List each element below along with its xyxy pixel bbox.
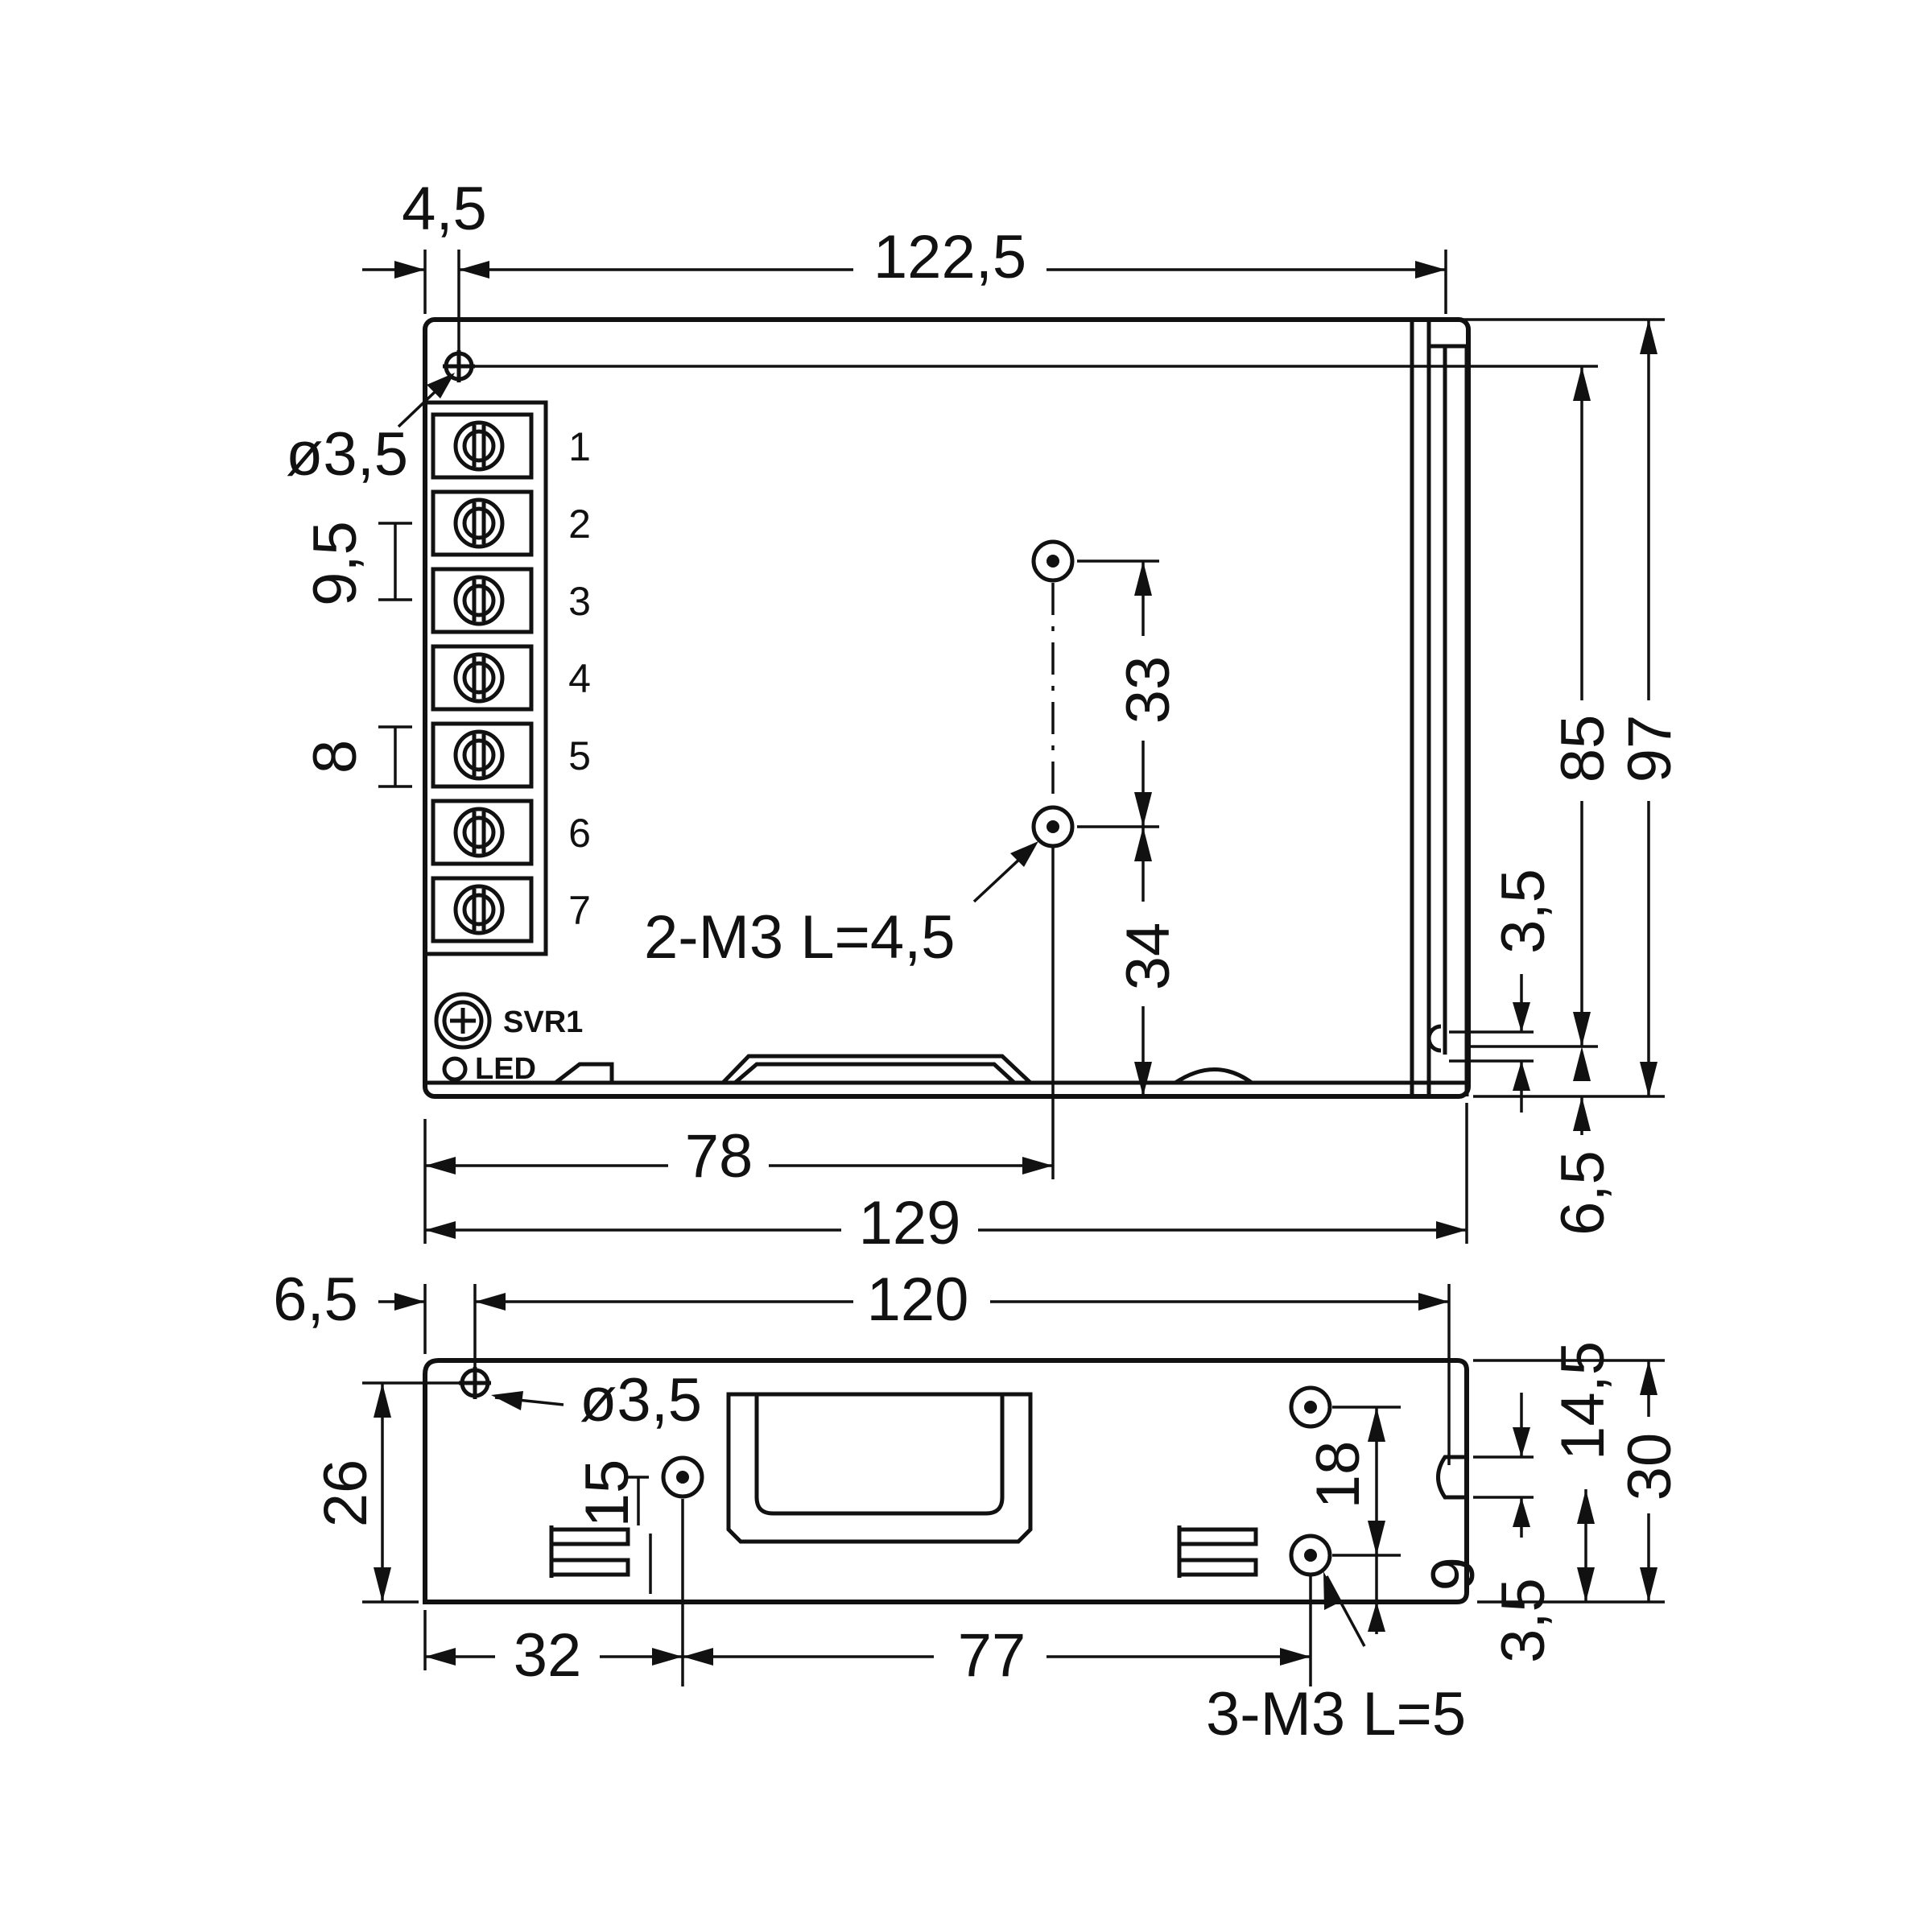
terminal-screw-head [462,584,496,617]
terminal-cell [431,412,534,480]
side-slot [1436,1455,1467,1500]
dim-3-5-slot: 3,5 [1489,869,1558,954]
dim-120: 120 [867,1265,969,1334]
top-view: SVR1 LED 4,5 122,5 [286,175,1684,1257]
terminal-screw-slot [472,502,486,544]
leader-m3-side [1325,1575,1366,1647]
terminal-number: 1 [568,424,591,469]
dim-77-text: 77 [958,1621,1026,1690]
terminal-screw-icon [453,807,505,858]
terminal-screw-icon [453,497,505,549]
terminal-screw-icon [453,884,505,935]
terminal-cell [431,489,534,557]
dim-side-right [1473,1359,1665,1604]
side-cutout [726,1392,1033,1544]
dim-18-6 [1368,1407,1385,1634]
terminal-number: 2 [568,502,591,547]
bottom-rail [425,1054,1468,1085]
dim-right-heights [1457,318,1665,1135]
dim-3-5-side: 3,5 [1489,1578,1558,1663]
dim-6-5-bottom: 6,5 [1549,1150,1617,1236]
side-m3-holes [661,1385,1401,1686]
dim-85: 85 [1549,715,1617,783]
dim-32-text: 32 [514,1621,582,1690]
led-indicator [442,1056,468,1082]
dim-97: 97 [1616,715,1684,783]
dim-26-text: 26 [312,1459,380,1528]
dim-2-m3: 2-M3 L=4,5 [644,903,956,972]
dim-4-5: 4,5 [402,175,487,243]
terminal-screw-slot [472,889,486,931]
terminal-screw-slot [472,734,486,776]
terminal-number: 5 [568,733,591,778]
terminal-screw-slot [472,580,486,621]
dim-6-text: 6 [1418,1557,1486,1591]
terminal-block [423,400,548,956]
terminal-screw-slot [472,425,486,467]
side-view: ø3,5 6,5 120 [273,1265,1684,1748]
terminal-screw-slot [472,657,486,699]
dim-33: 33 [1114,656,1183,724]
terminal-screw-slot [472,811,486,853]
dim-9-5: 9,5 [301,521,369,606]
dim-18-text: 18 [1304,1441,1373,1509]
led-label: LED [475,1052,536,1086]
terminal-number: 3 [568,579,591,624]
terminal-screw-icon [453,652,505,704]
side-vents-left [549,1525,630,1578]
dim-15 [628,1476,652,1594]
terminal-screw-head [462,506,496,540]
dim-8: 8 [301,740,369,774]
dim-top-width [362,250,1447,354]
terminal-screw-head [462,815,496,849]
svr1-trimmer [434,992,492,1050]
dim-terminal-pitch [378,522,412,601]
terminal-cell [431,644,534,712]
dim-6-5-side: 6,5 [273,1265,358,1334]
terminal-screw-head [462,738,496,772]
m3-holes [1031,539,1159,1179]
dim-129 [425,1103,1468,1244]
terminal-cell [431,799,534,866]
dim-78-text: 78 [685,1122,753,1191]
terminal-screw-icon [453,729,505,781]
terminal-screw-head [462,429,496,463]
dim-32-77 [423,1610,1311,1670]
mounting-hole-top [443,350,1598,382]
side-hole-top [459,1367,491,1399]
dim-mount-vertical [1134,561,1152,1096]
dim-3-m3: 3-M3 L=5 [1206,1680,1466,1748]
terminal-cell [431,876,534,943]
terminal-screw-icon [453,420,505,472]
dim-78 [423,1119,1053,1244]
dim-hole-dia-side: ø3,5 [580,1366,702,1435]
dim-15-text: 15 [573,1459,642,1528]
dim-hole-dia-top: ø3,5 [286,420,408,489]
dim-129-text: 129 [859,1189,961,1257]
terminal-screws [431,412,534,943]
dim-side-width [378,1284,1451,1465]
terminal-cell [431,721,534,789]
dim-terminal-width [378,725,412,788]
dim-26 [362,1381,463,1604]
dim-30-text: 30 [1616,1433,1684,1501]
svr1-label: SVR1 [503,1005,583,1039]
terminal-screw-icon [453,575,505,626]
terminal-number: 4 [568,656,591,701]
terminal-screw-head [462,661,496,695]
terminal-number: 7 [568,888,591,933]
terminal-screw-head [462,893,496,927]
dim-122-5: 122,5 [873,223,1026,291]
right-flange [1410,322,1469,1096]
side-view-housing [423,1358,1469,1604]
terminal-cell [431,567,534,634]
side-vents-right [1177,1525,1258,1578]
dim-14-5-text: 14,5 [1549,1341,1617,1460]
dim-34: 34 [1114,923,1183,991]
dim-slot-3-5 [1449,974,1534,1113]
terminal-number: 6 [568,811,591,856]
